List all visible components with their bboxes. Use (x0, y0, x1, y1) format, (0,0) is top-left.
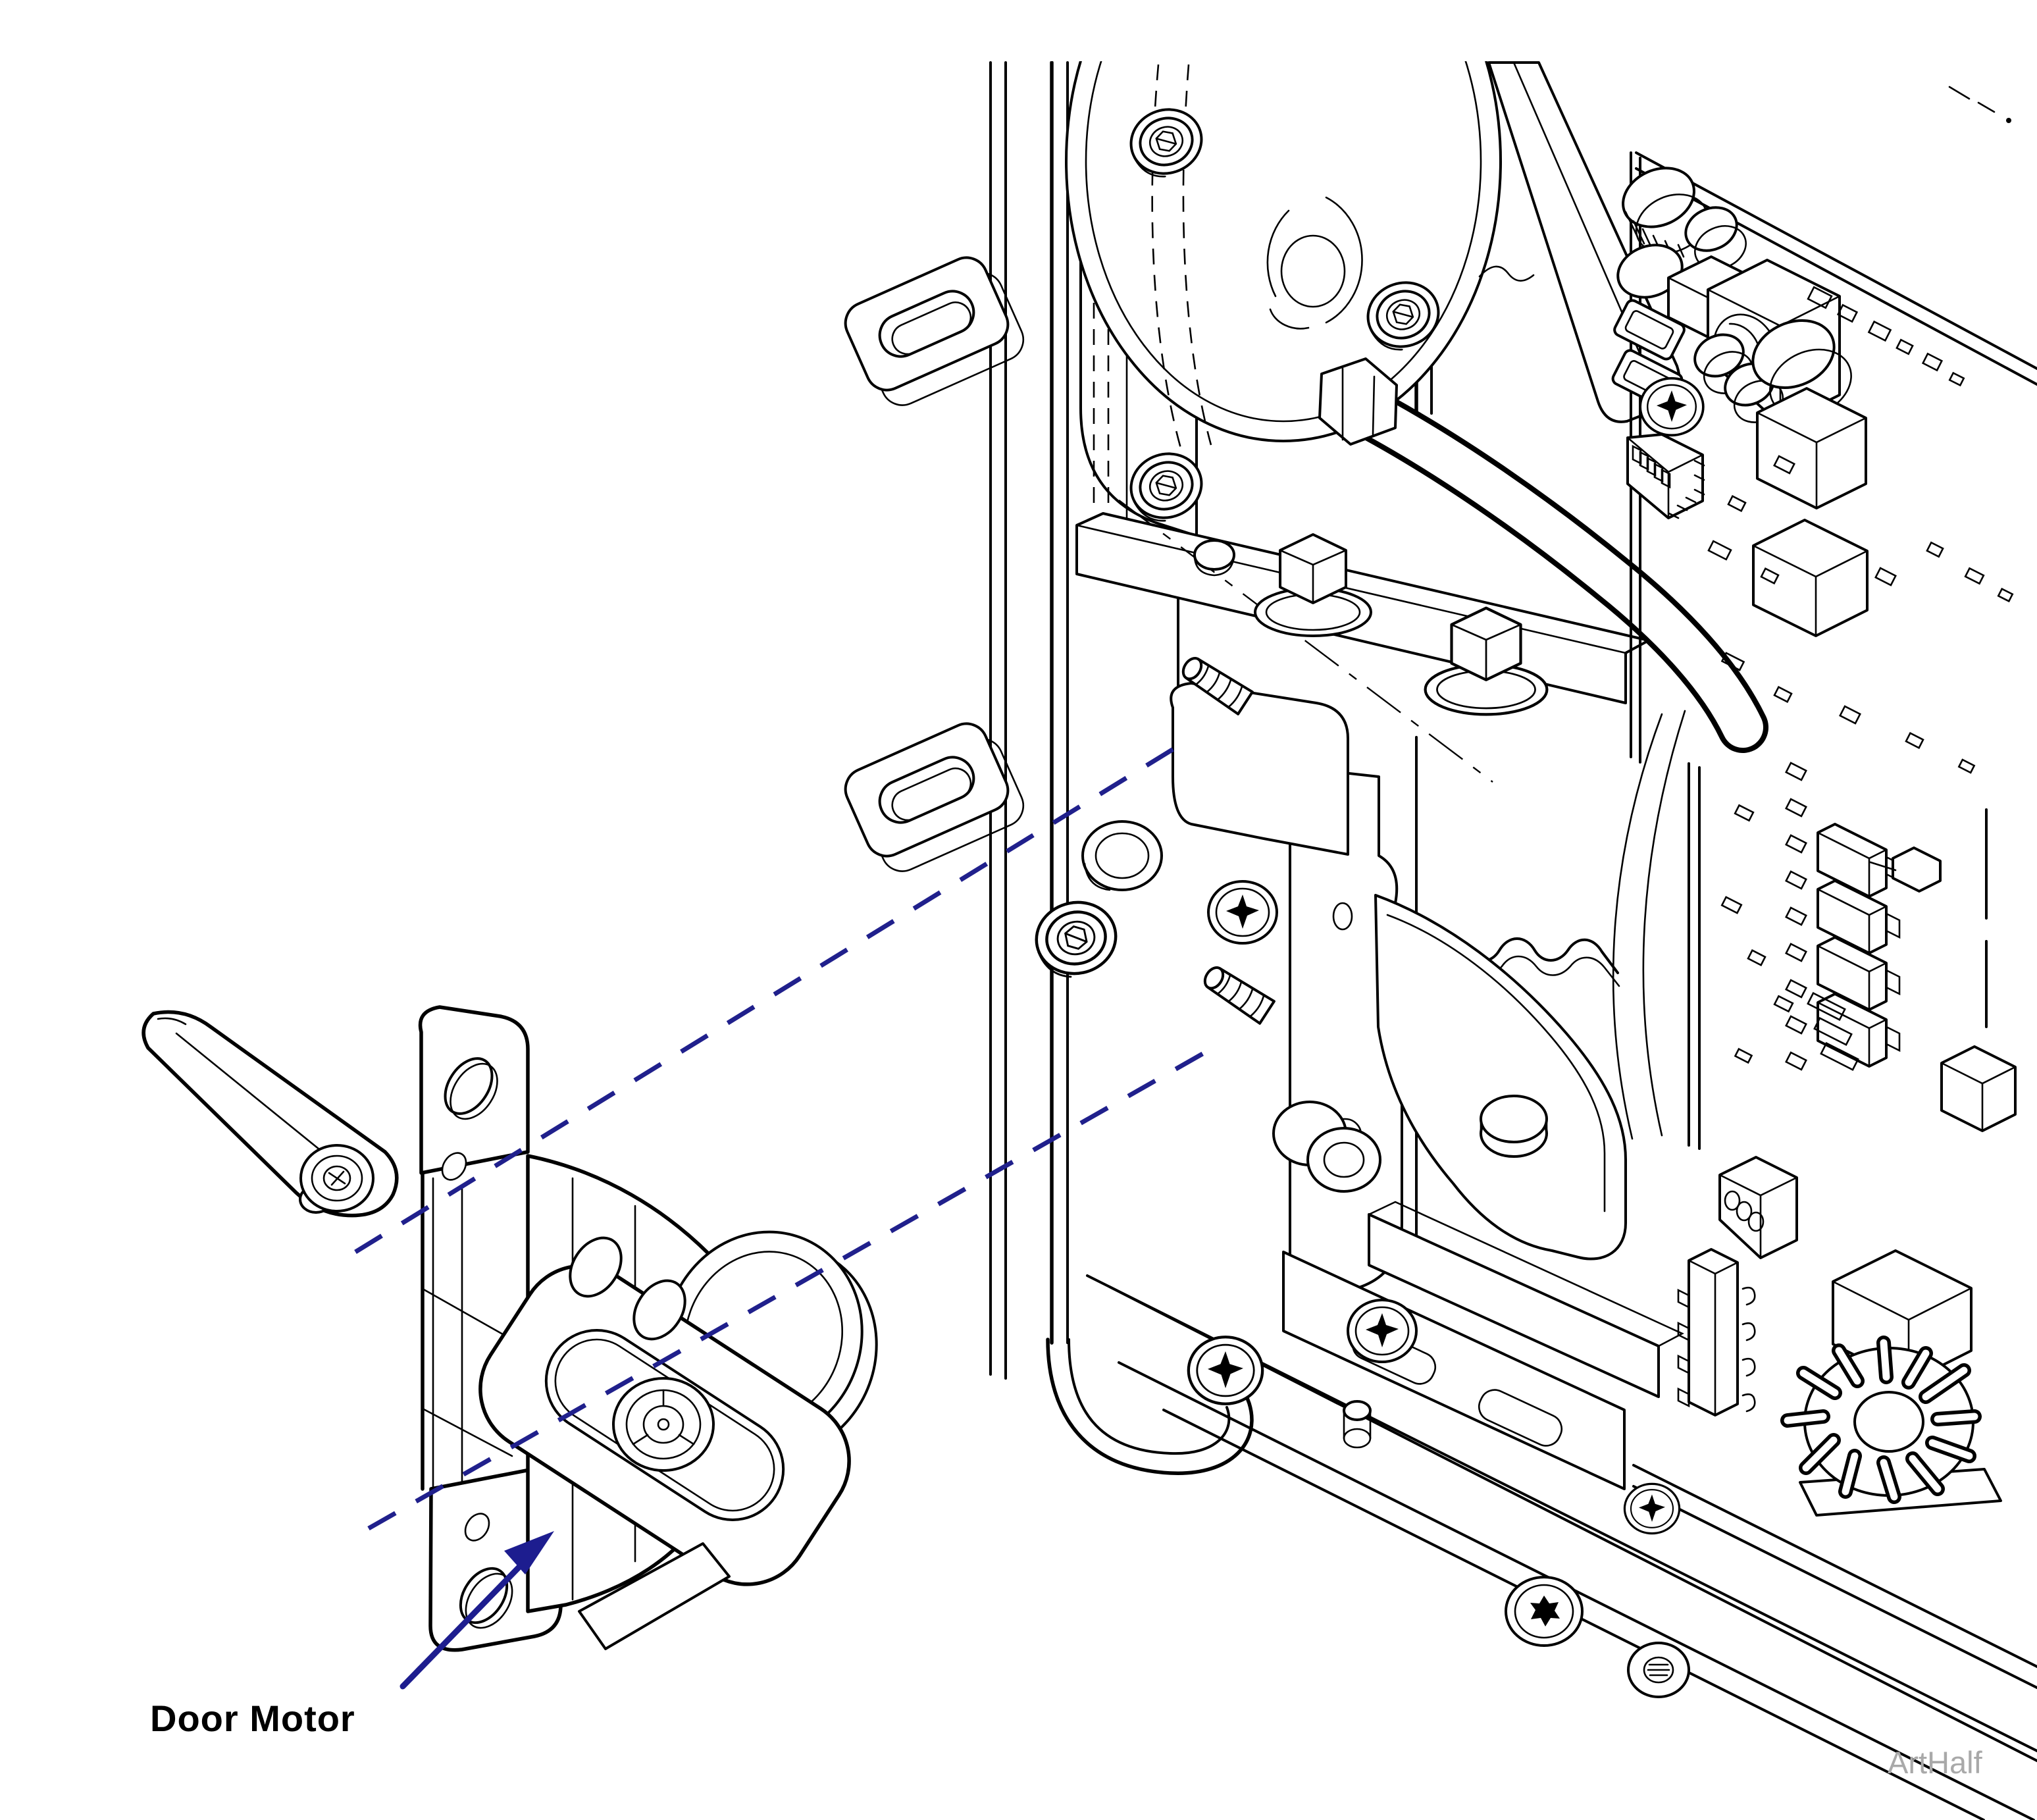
toroid-inductor (1780, 1336, 2002, 1517)
mount-tab-lower (844, 722, 1025, 872)
control-board (1611, 86, 2037, 1132)
torx-screw-icon (1505, 1576, 1584, 1647)
smd-components (1707, 286, 2014, 1064)
mounting-stud-lower (1199, 961, 1276, 1025)
lower-chassis (1046, 1156, 2037, 1820)
leader-arrow (400, 1531, 554, 1690)
relay-column (1817, 823, 1901, 1068)
hose (1318, 357, 1768, 753)
dome-nut (1193, 539, 1235, 577)
dip-switch (1626, 433, 1705, 519)
slotted-plate (478, 1236, 851, 1586)
wire-header (1677, 1248, 1756, 1417)
threaded-post (1343, 1400, 1372, 1449)
phillips-screw-icon (1189, 1337, 1262, 1404)
lever-pivot-bolt (299, 1144, 374, 1214)
bottom-flap (578, 1542, 731, 1650)
top-crop-mask (0, 0, 2037, 61)
door-motor-mount (1030, 652, 1684, 1398)
phillips-screw-icon (1639, 377, 1705, 437)
pin-header-strip (1785, 762, 1807, 1071)
mount-tab-upper (844, 256, 1025, 406)
door-motor-label: Door Motor (150, 1698, 355, 1739)
capacitor (1693, 319, 1852, 423)
watermark: ArtHalf (1888, 1745, 1982, 1780)
hex-button-screw-icon (1627, 1642, 1690, 1698)
relay (1752, 519, 1869, 637)
reservoir-bracket-bar (1075, 500, 1650, 783)
terminal-block (1718, 1156, 1798, 1259)
door-motor-assembly (142, 1005, 878, 1652)
phillips-screw-icon (1623, 1482, 1681, 1535)
pump-motor (1065, 0, 1502, 537)
board-details (1807, 808, 2017, 1132)
adjuster-screw (612, 1377, 715, 1472)
phillips-screw-icon (1347, 1299, 1418, 1363)
stud-bracket (1030, 682, 1381, 1193)
phillips-screw-icon (1207, 880, 1278, 945)
socket-bolt-icon (1030, 895, 1123, 983)
relay (1756, 387, 1867, 509)
capacitor (1616, 167, 1747, 299)
lever-arm (142, 1010, 399, 1218)
bracket-arm (1368, 894, 1684, 1398)
machine-chassis (844, 0, 1768, 1380)
